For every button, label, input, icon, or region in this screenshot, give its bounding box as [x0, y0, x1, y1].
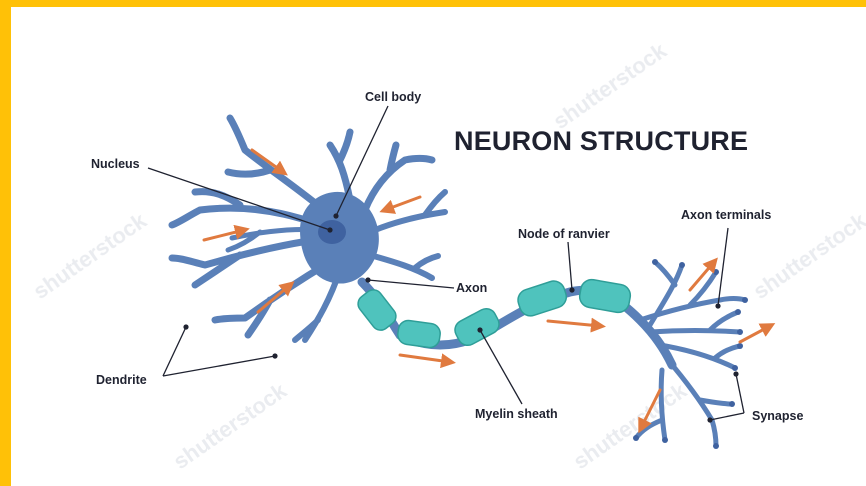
svg-text:shutterstock: shutterstock	[549, 37, 672, 134]
label-dendrite: Dendrite	[96, 373, 147, 387]
svg-text:shutterstock: shutterstock	[29, 207, 152, 304]
label-axon-terminals: Axon terminals	[681, 208, 771, 222]
svg-text:shutterstock: shutterstock	[169, 377, 292, 474]
diagram-title: NEURON STRUCTURE	[454, 126, 748, 157]
label-nucleus: Nucleus	[91, 157, 140, 171]
nucleus	[318, 220, 346, 244]
svg-text:shutterstock: shutterstock	[569, 377, 692, 474]
label-myelin-sheath: Myelin sheath	[475, 407, 558, 421]
label-cell-body: Cell body	[365, 90, 421, 104]
label-node-of-ranvier: Node of ranvier	[518, 227, 610, 241]
watermark: shutterstock shutterstock shutterstock s…	[29, 37, 866, 474]
label-synapse: Synapse	[752, 409, 803, 423]
label-axon: Axon	[456, 281, 487, 295]
myelin-sheath	[354, 278, 632, 349]
